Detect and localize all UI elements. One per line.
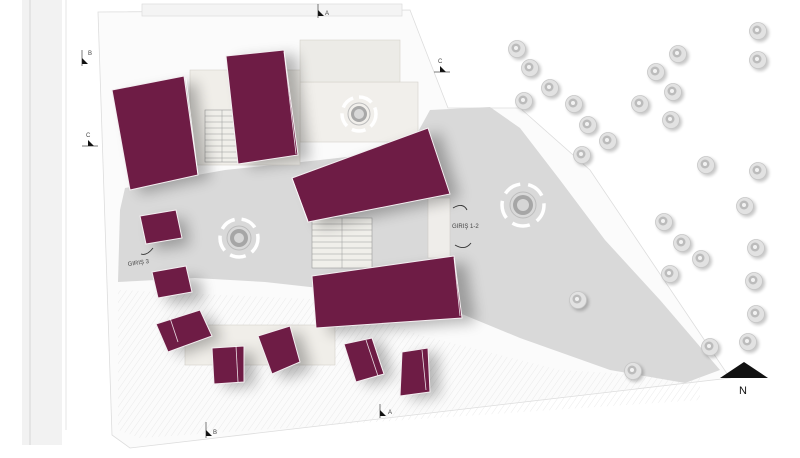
section-marker-icon bbox=[318, 10, 324, 16]
section-marker-c-left: C bbox=[82, 133, 98, 147]
west-street bbox=[22, 0, 67, 445]
north-arrow-icon bbox=[720, 362, 768, 378]
building-north bbox=[225, 49, 299, 165]
pavilion-3 bbox=[155, 309, 213, 353]
pavilion-5 bbox=[257, 325, 301, 375]
pavilion-6 bbox=[343, 337, 385, 383]
pavilion-7 bbox=[399, 347, 431, 397]
tree-icon bbox=[749, 51, 769, 71]
tree-icon bbox=[736, 197, 756, 217]
tree-icon bbox=[661, 265, 681, 285]
tree-icon bbox=[624, 362, 644, 382]
tree-icon bbox=[573, 146, 593, 166]
section-marker-icon bbox=[380, 410, 386, 416]
section-marker-icon bbox=[88, 140, 94, 146]
tree-icon bbox=[521, 59, 541, 79]
tree-icon bbox=[599, 132, 619, 152]
tree-icon bbox=[569, 291, 589, 311]
tree-icon bbox=[662, 111, 682, 131]
tree-icon bbox=[515, 92, 535, 112]
tree-icon bbox=[631, 95, 651, 115]
north-arrow: N bbox=[720, 362, 768, 397]
svg-text:A: A bbox=[388, 410, 392, 416]
svg-text:B: B bbox=[88, 51, 92, 57]
tree-icon bbox=[508, 40, 528, 60]
section-marker-icon bbox=[206, 430, 212, 436]
svg-text:N: N bbox=[739, 385, 747, 397]
svg-text:C: C bbox=[438, 59, 443, 65]
section-marker-a-bottom: A bbox=[379, 404, 392, 418]
svg-text:C: C bbox=[86, 133, 91, 139]
tree-icon bbox=[565, 95, 585, 115]
pavilion-2 bbox=[151, 265, 193, 299]
tree-icon bbox=[669, 45, 689, 65]
fountain-north bbox=[340, 95, 378, 133]
tree-icon bbox=[673, 234, 693, 254]
tree-icon bbox=[747, 239, 767, 259]
tree-icon bbox=[745, 272, 765, 292]
entrance-east-label: GIRIŞ 1-2 bbox=[452, 224, 479, 230]
tree-icon bbox=[664, 83, 684, 103]
stair-central bbox=[311, 217, 373, 269]
trees bbox=[508, 22, 769, 382]
tree-icon bbox=[739, 333, 759, 353]
tree-icon bbox=[749, 22, 769, 42]
section-marker-b-top: B bbox=[81, 50, 92, 66]
central-plaza bbox=[118, 107, 720, 383]
tree-icon bbox=[692, 250, 712, 270]
tree-icon bbox=[701, 338, 721, 358]
tree-icon bbox=[647, 63, 667, 83]
tree-icon bbox=[749, 162, 769, 182]
roof-ridges bbox=[169, 51, 461, 391]
building-central-south bbox=[311, 255, 463, 329]
entrance-east-pad bbox=[427, 197, 451, 259]
north-court-wall bbox=[299, 39, 401, 83]
section-marker-c-right: C bbox=[434, 59, 450, 73]
tree-icon bbox=[697, 156, 717, 176]
section-marker-icon bbox=[82, 58, 88, 64]
section-marker-icon bbox=[440, 66, 446, 72]
tree-icon bbox=[655, 213, 675, 233]
fountain-plaza-west bbox=[218, 217, 260, 259]
svg-text:B: B bbox=[213, 430, 217, 436]
pavilion-1 bbox=[139, 209, 183, 245]
tree-icon bbox=[579, 116, 599, 136]
south-yard bbox=[184, 324, 336, 366]
entrance-west-label: GIRIŞ 3 bbox=[127, 259, 150, 268]
svg-text:A: A bbox=[325, 11, 329, 17]
buildings bbox=[111, 49, 463, 397]
tree-icon bbox=[747, 305, 767, 325]
entrance-arrows bbox=[140, 205, 472, 255]
northern-strip bbox=[141, 3, 403, 17]
fountain-plaza-east bbox=[500, 182, 546, 228]
tree-icon bbox=[541, 79, 561, 99]
section-marker-a-top: A bbox=[317, 4, 329, 18]
section-marker-b-bottom: B bbox=[205, 422, 217, 438]
pavilion-4 bbox=[211, 345, 245, 385]
